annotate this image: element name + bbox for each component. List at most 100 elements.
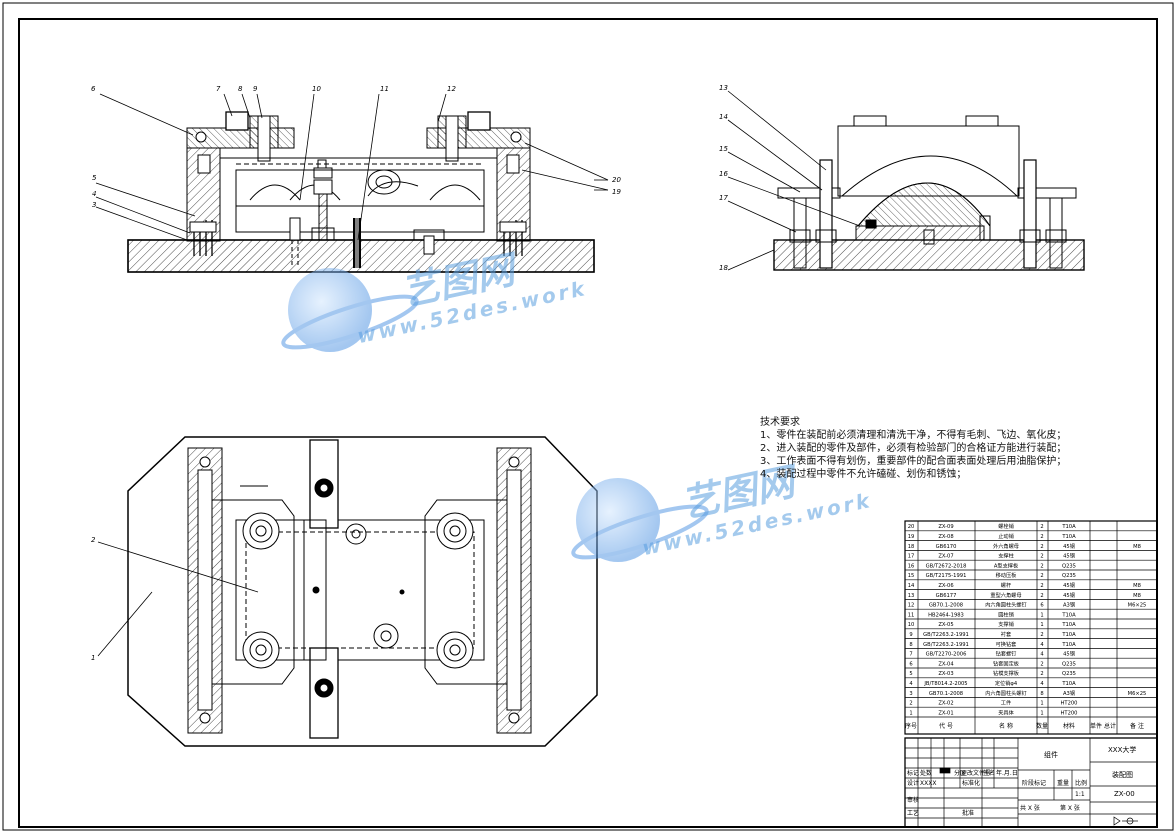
watermark-logo-1 (281, 268, 419, 352)
bom-cell-code: HB2464-1983 (928, 612, 964, 618)
bom-header-2: 名 称 (999, 722, 1013, 730)
bom-cell-no: 5 (909, 671, 912, 677)
bom-cell-no: 20 (908, 524, 915, 530)
bom-cell-name: 支撑柱 (998, 552, 1014, 560)
bom-cell-name: 移动压板 (996, 571, 1018, 579)
bom-cell-mat: Q235 (1062, 661, 1076, 667)
bom-cell-qty: 4 (1040, 681, 1044, 687)
bom-cell-no: 13 (908, 593, 915, 599)
title-stage-label: 阶段标记 (1022, 779, 1046, 787)
role-designer-label: 设计 (907, 779, 919, 787)
bom-cell-qty: 2 (1040, 554, 1043, 560)
plan-view-leaders (97, 541, 259, 657)
bom-cell-note: M8 (1133, 544, 1141, 550)
tech-req-title: 技术要求 (760, 417, 800, 428)
side-view (773, 115, 1085, 271)
bom-cell-mat: T10A (1061, 622, 1076, 628)
bom-cell-note: M6×25 (1128, 691, 1147, 697)
bom-cell-note: M8 (1133, 583, 1141, 589)
title-block-text: 组件 XXX大学 装配图 ZX-00 1:1 比例 重量 阶段标记 共 X 张 … (907, 745, 1136, 817)
role-process-label: 工艺 (907, 809, 919, 817)
front-view (127, 111, 595, 273)
bom-cell-no: 16 (908, 563, 915, 569)
bom-cell-mat: 45钢 (1063, 552, 1075, 560)
bom-header-0: 序号 (905, 722, 917, 730)
rev-label-4: 签名 (983, 769, 995, 777)
bom-cell-name: 支撑销 (998, 620, 1014, 628)
plan-view-callouts: 2 1 (91, 536, 96, 662)
bom-cell-name: 螺杆 (1001, 581, 1011, 589)
bom-cell-qty: 2 (1040, 573, 1043, 579)
bom-cell-code: GB/T2175-1991 (926, 573, 967, 579)
tech-req-item-2: 2、进入装配的零件及部件，必须有检验部门的合格证方能进行装配； (760, 443, 1067, 454)
bom-cell-qty: 2 (1040, 534, 1043, 540)
bom-cell-no: 8 (909, 642, 912, 648)
callout-1: 1 (91, 654, 95, 662)
callout-11: 11 (380, 85, 389, 93)
bom-cell-code: GB70.1-2008 (929, 691, 963, 697)
callout-3: 3 (92, 201, 96, 209)
bom-cell-no: 9 (909, 632, 912, 638)
callout-8: 8 (238, 85, 243, 93)
callout-20: 20 (612, 176, 621, 184)
bom-cell-mat: 45钢 (1063, 542, 1075, 550)
bom-cell-qty: 6 (1040, 603, 1043, 609)
bom-cell-code: GB/T2263.2-1991 (923, 642, 969, 648)
bom-cell-qty: 2 (1040, 583, 1043, 589)
bom-cell-mat: A3钢 (1063, 601, 1075, 609)
bom-cell-mat: A3钢 (1063, 689, 1075, 697)
bom-cell-mat: HT200 (1061, 710, 1078, 716)
bom-cell-name: 工件 (1001, 699, 1011, 707)
rev-label-2: 分区 (954, 769, 966, 777)
bom-cell-name: 螺栓销 (998, 522, 1014, 530)
callout-19: 19 (612, 188, 621, 196)
bom-cell-no: 4 (909, 681, 913, 687)
bom-cell-no: 1 (909, 710, 912, 716)
inner-frame (18, 18, 1158, 828)
bom-cell-qty: 1 (1040, 701, 1043, 707)
bom-cell-no: 3 (909, 691, 912, 697)
bom-cell-qty: 1 (1040, 612, 1043, 618)
title-scale-label: 比例 (1075, 779, 1087, 787)
callout-5: 5 (92, 174, 97, 182)
bom-cell-code: ZX-06 (938, 583, 953, 589)
title-group: 组件 (1044, 750, 1058, 759)
bom-cell-qty: 2 (1040, 671, 1043, 677)
bom-cell-qty: 4 (1040, 642, 1044, 648)
bom-cell-qty: 4 (1040, 652, 1044, 658)
title-sheets-left: 共 X 张 (1020, 804, 1040, 812)
bom-cell-name: 夹具体 (998, 708, 1014, 716)
bom-cell-mat: 45钢 (1063, 650, 1075, 658)
side-view-leaders (727, 90, 861, 271)
bom-cell-qty: 2 (1040, 563, 1043, 569)
bom-cell-qty: 2 (1040, 593, 1043, 599)
bom-cell-mat: T10A (1061, 534, 1076, 540)
callout-6: 6 (91, 85, 96, 93)
bom-cell-code: GB/T2263.2-1991 (923, 632, 969, 638)
bom-cell-code: ZX-05 (938, 622, 953, 628)
bom-cell-code: ZX-04 (938, 661, 954, 667)
bom-cell-mat: Q235 (1062, 573, 1076, 579)
bom-cell-code: ZX-09 (938, 524, 953, 530)
bom-cell-no: 17 (908, 554, 915, 560)
bom-header-3: 数量 (1036, 722, 1048, 730)
bom-cell-no: 15 (908, 573, 915, 579)
bom-cell-mat: T10A (1061, 642, 1076, 648)
bom-cell-name: 内六角圆柱头螺钉 (985, 689, 1027, 697)
bom-cell-code: GB6170 (936, 544, 957, 550)
role-designer-name: XXXX (920, 780, 936, 787)
bom-cell-no: 2 (909, 701, 912, 707)
bom-cell-note: M6×25 (1128, 603, 1147, 609)
rev-label-0: 标记 (907, 769, 919, 777)
bom-header-5: 单件 总计 (1090, 722, 1116, 730)
bom-cell-mat: 45钢 (1063, 591, 1075, 599)
bom-cell-qty: 1 (1040, 622, 1043, 628)
callout-16: 16 (719, 170, 728, 178)
plan-view (127, 436, 598, 747)
bom-cell-mat: T10A (1061, 612, 1076, 618)
callout-15: 15 (719, 145, 728, 153)
bom-cell-name: A型支撑板 (994, 561, 1019, 569)
bom-cell-no: 6 (909, 661, 912, 667)
